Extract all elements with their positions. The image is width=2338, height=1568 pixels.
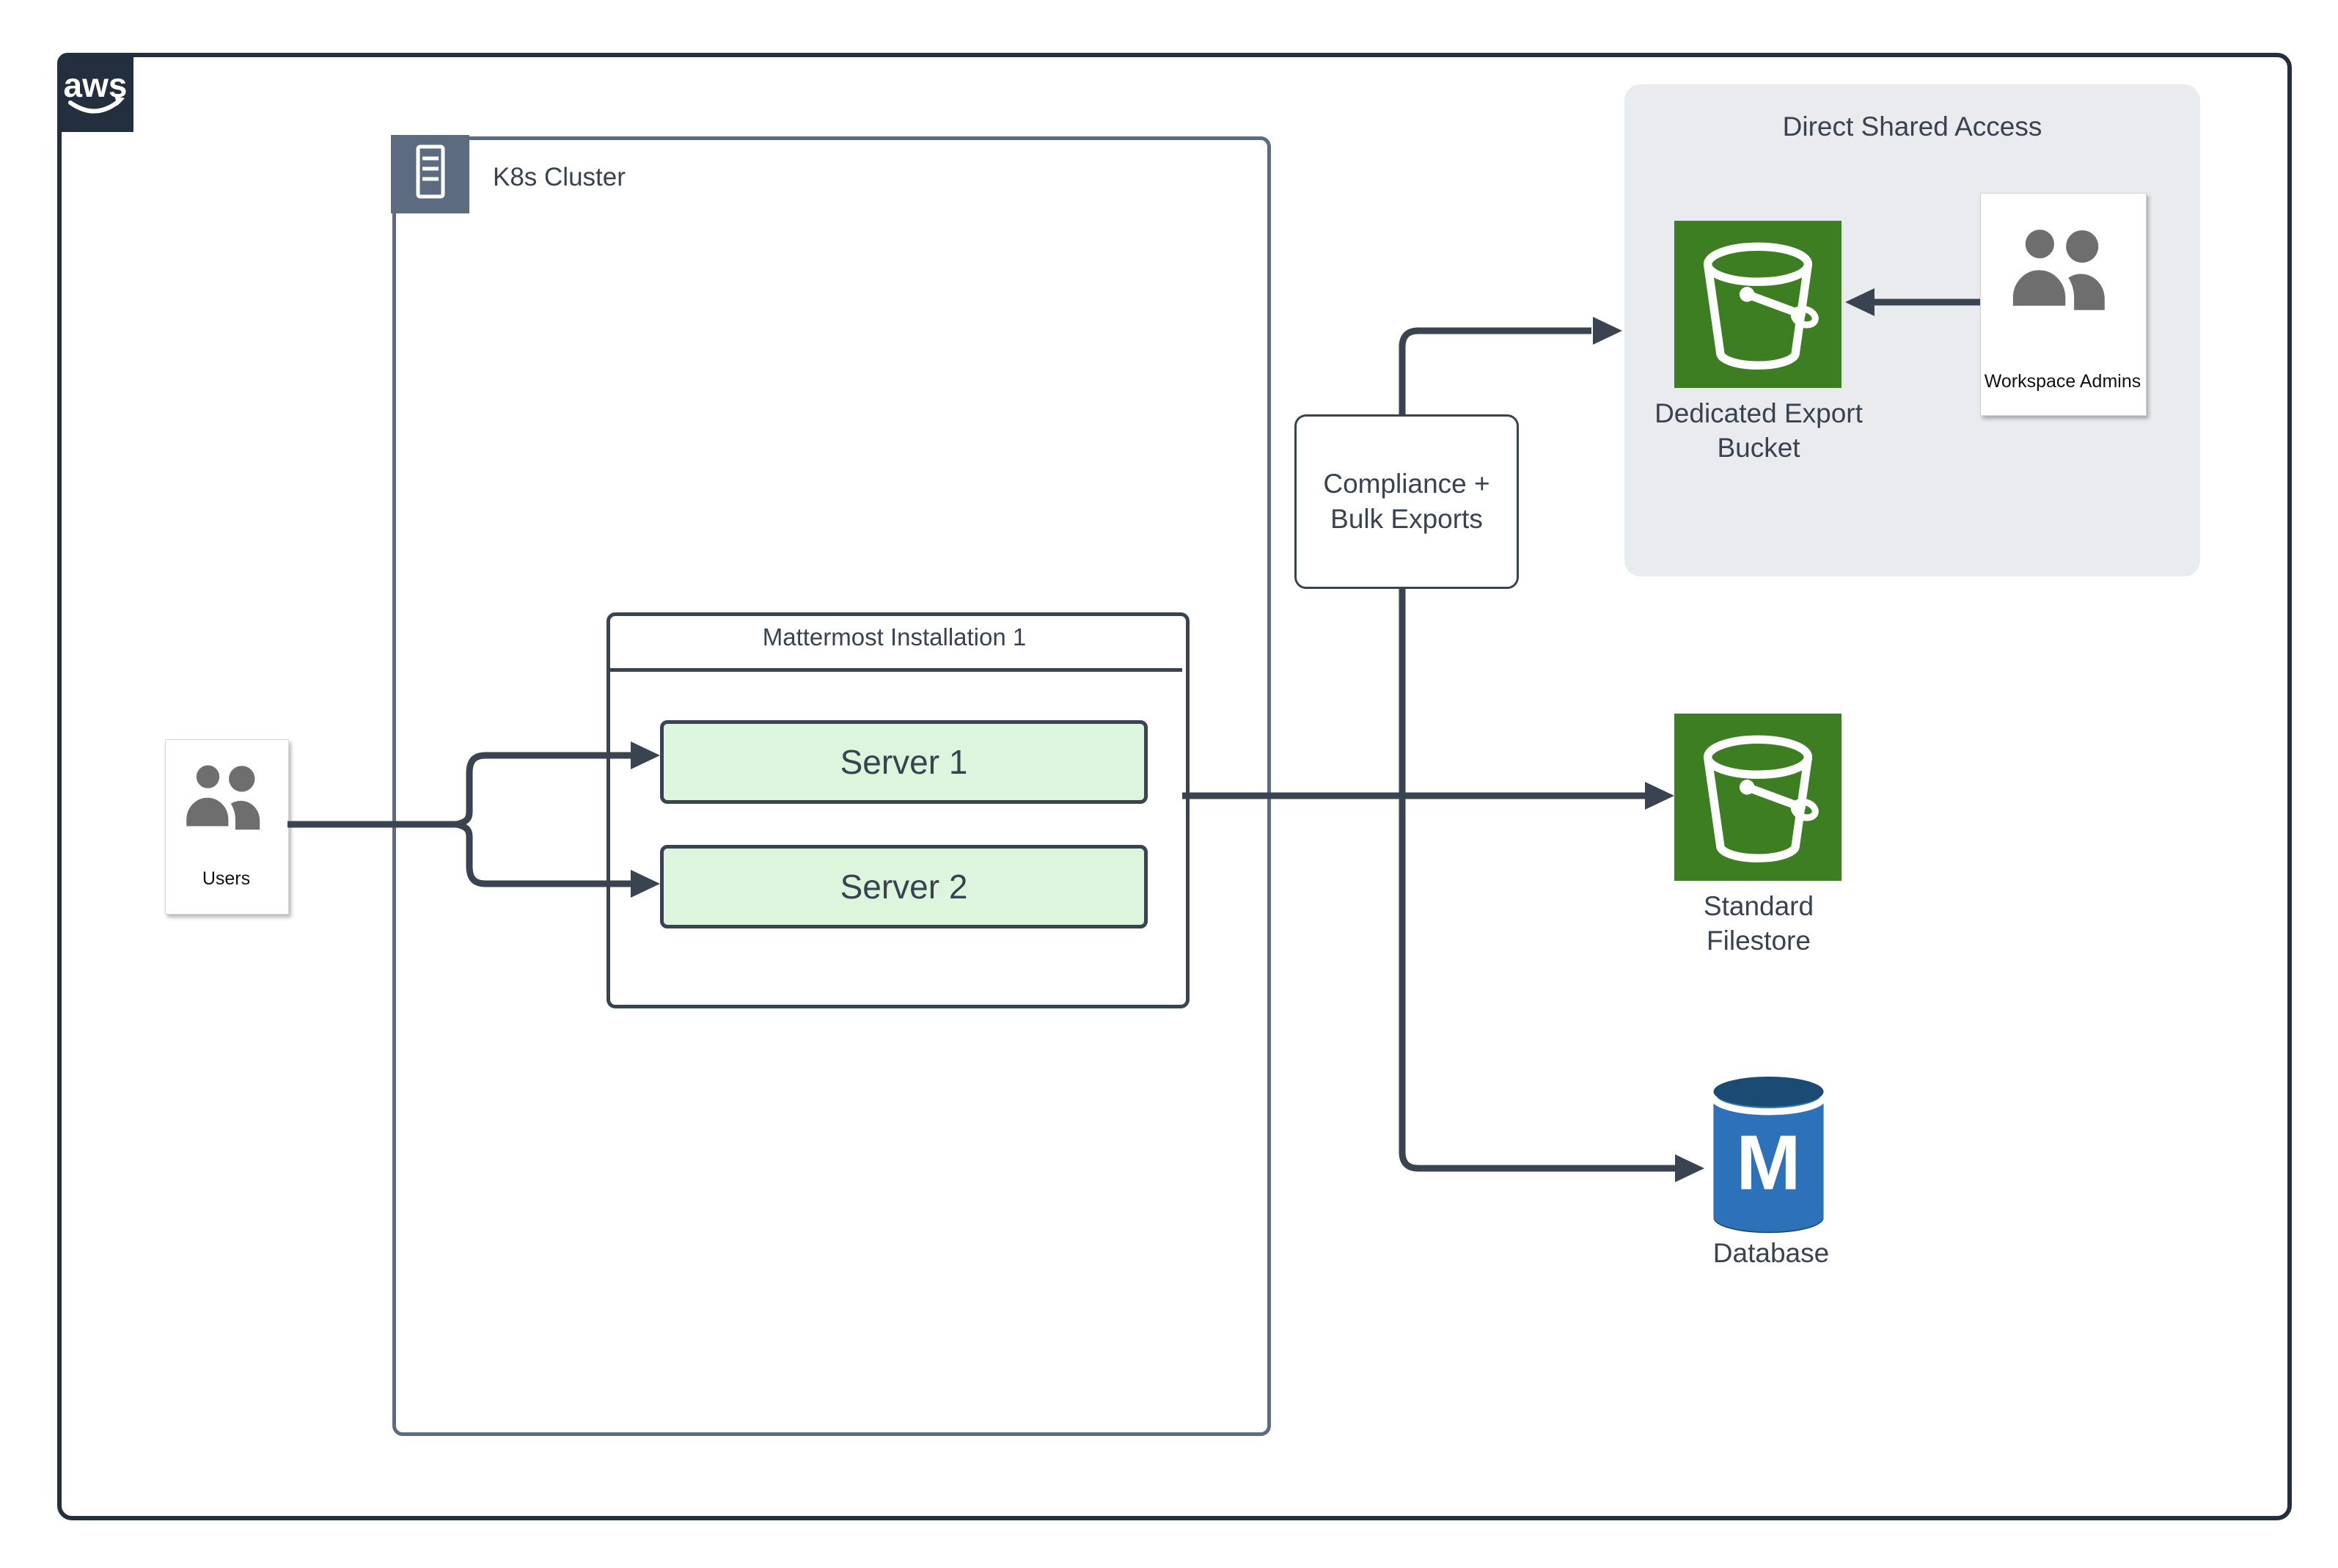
filestore-label-line1: Standard xyxy=(1703,891,1814,921)
compliance-label-line2: Bulk Exports xyxy=(1330,504,1483,534)
standard-filestore-icon xyxy=(1674,714,1842,881)
k8s-cluster-label: K8s Cluster xyxy=(493,163,626,191)
aws-smile-arrow-icon xyxy=(114,95,125,106)
direct-shared-access-title: Direct Shared Access xyxy=(1782,111,2042,142)
dedicated-export-bucket-label: Dedicated Export Bucket xyxy=(1586,396,1931,465)
dedicated-export-bucket-icon xyxy=(1674,221,1842,388)
database-icon: M xyxy=(1706,1077,1831,1234)
server-2-node: Server 2 xyxy=(660,845,1148,928)
k8s-cluster-box xyxy=(392,136,1271,1436)
workspace-admins-icon xyxy=(2000,220,2125,315)
mattermost-installation-box xyxy=(607,612,1190,1008)
mattermost-title-divider xyxy=(607,668,1182,672)
mattermost-installation-title: Mattermost Installation 1 xyxy=(762,623,1027,651)
compliance-label-line1: Compliance + xyxy=(1323,469,1490,499)
dedicated-label-line2: Bucket xyxy=(1717,433,1800,463)
database-label: Database xyxy=(1712,1238,1830,1268)
k8s-cluster-badge xyxy=(391,135,469,213)
aws-logo-icon: aws xyxy=(64,66,127,114)
database-letter: M xyxy=(1736,1120,1800,1206)
users-label: Users xyxy=(202,868,251,889)
workspace-admins-label: Workspace Admins xyxy=(1984,371,2141,392)
dedicated-label-line1: Dedicated Export xyxy=(1654,398,1863,428)
compliance-bulk-exports-box: Compliance + Bulk Exports xyxy=(1294,414,1519,589)
standard-filestore-label: Standard Filestore xyxy=(1586,889,1931,958)
aws-cloud-frame xyxy=(57,53,2292,1520)
aws-smile-icon xyxy=(68,99,121,114)
aws-logo: aws xyxy=(57,53,133,132)
server-1-node: Server 1 xyxy=(660,720,1148,804)
server-rack-icon xyxy=(416,144,445,199)
filestore-label-line2: Filestore xyxy=(1707,926,1811,956)
users-icon xyxy=(176,759,276,832)
